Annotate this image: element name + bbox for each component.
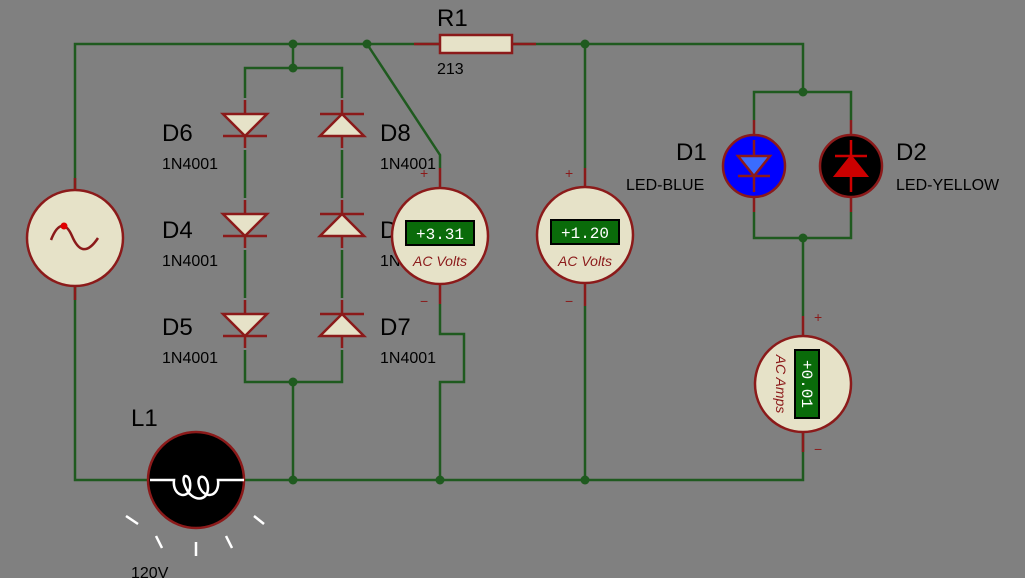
meter-reading: +3.31 xyxy=(416,226,464,244)
ammeter[interactable]: +0.01 AC Amps + − xyxy=(753,309,853,457)
meter-unit: AC Amps xyxy=(773,354,789,414)
resistor-value: 213 xyxy=(437,61,464,78)
diode-d6[interactable]: D6 1N4001 xyxy=(162,98,269,173)
resistor-r1[interactable]: R1 213 xyxy=(414,5,536,78)
minus-sign: − xyxy=(420,293,428,309)
diode-d4[interactable]: D4 1N4001 xyxy=(162,198,269,270)
voltmeter-1[interactable]: +3.31 AC Volts + − xyxy=(390,165,490,309)
resistor-name: R1 xyxy=(437,5,468,32)
diode-part: 1N4001 xyxy=(380,350,436,367)
minus-sign: − xyxy=(565,293,573,309)
plus-sign: + xyxy=(565,165,573,181)
meter-unit: AC Volts xyxy=(557,253,612,269)
diode-d7[interactable]: D7 1N4001 xyxy=(318,298,436,367)
lcd-display xyxy=(550,219,620,245)
sine-wave-icon xyxy=(49,224,100,251)
lamp-name: L1 xyxy=(131,405,158,432)
junction-dots xyxy=(288,39,808,485)
diode-d8[interactable]: D8 1N4001 xyxy=(318,98,436,173)
diode-name: D8 xyxy=(380,120,411,147)
diode-part: 1N4001 xyxy=(162,156,218,173)
led-name: D2 xyxy=(896,139,927,166)
diode-part: 1N4001 xyxy=(380,156,436,173)
diode-name: D7 xyxy=(380,314,411,341)
lamp-value: 120V xyxy=(131,565,169,578)
diode-part: 1N4001 xyxy=(162,350,218,367)
voltmeter-2[interactable]: +1.20 AC Volts + − xyxy=(535,165,635,309)
diode-name: D6 xyxy=(162,120,193,147)
led-d1[interactable]: D1 LED-BLUE xyxy=(626,120,787,212)
lcd-display xyxy=(794,349,820,419)
lamp-l1[interactable]: L1 120V xyxy=(125,405,265,578)
led-d2[interactable]: D2 LED-YELLOW xyxy=(818,120,1000,212)
led-name: D1 xyxy=(676,139,707,166)
diode-name: D5 xyxy=(162,314,193,341)
lcd-display xyxy=(405,220,475,246)
light-rays-icon xyxy=(125,514,265,556)
meter-reading: +0.01 xyxy=(797,360,815,408)
minus-sign: − xyxy=(814,441,822,457)
diode-part: 1N4001 xyxy=(162,253,218,270)
diode-d5[interactable]: D5 1N4001 xyxy=(162,298,269,367)
meter-unit: AC Volts xyxy=(412,253,467,269)
led-part: LED-BLUE xyxy=(626,177,704,194)
wires xyxy=(73,42,853,482)
meter-reading: +1.20 xyxy=(561,225,609,243)
plus-sign: + xyxy=(420,165,428,181)
led-part: LED-YELLOW xyxy=(896,177,1000,194)
ac-source[interactable] xyxy=(25,178,125,300)
diode-name: D4 xyxy=(162,217,193,244)
filament-icon xyxy=(150,474,244,500)
plus-sign: + xyxy=(814,309,822,325)
